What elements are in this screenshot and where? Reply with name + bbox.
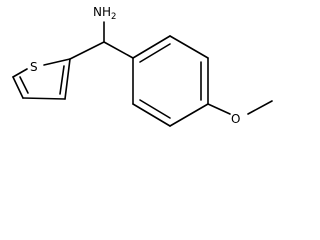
benzene-inner-double-bond-1 [139, 99, 171, 119]
thiophene-ring [12, 58, 71, 100]
thiophene-bond-s-c2 [43, 58, 71, 66]
thiophene-bond-c3-c4 [22, 97, 66, 100]
amine-subscript: 2 [111, 12, 116, 22]
chemical-structure-diagram: NH2 S O [12, 5, 273, 127]
benzene-inner-double-bond-3 [139, 43, 171, 63]
thiophene-sulfur-label: S [30, 60, 38, 74]
ether-oxygen-label: O [231, 112, 240, 126]
central-carbon-bonds [69, 21, 134, 60]
bond-c-phenyl [103, 41, 134, 59]
bond-c-thiophene [69, 41, 105, 60]
thiophene-inner-double-bond [59, 65, 65, 95]
bond-ring-o [207, 103, 231, 115]
thiophene-bond-c5-s [12, 68, 28, 78]
thiophene-bond-c4-c5 [12, 76, 24, 99]
benzene-bond-2 [132, 103, 171, 127]
bond-o-methyl [247, 100, 273, 115]
amine-symbol: NH [93, 5, 111, 19]
benzene-ring [132, 35, 209, 127]
thiophene-inner-double-bond-2 [19, 76, 29, 94]
methoxy-group [207, 100, 273, 115]
benzene-bond-6 [132, 35, 171, 59]
benzene-bond-3 [169, 103, 209, 127]
benzene-bond-5 [169, 35, 209, 59]
amine-label: NH2 [93, 5, 116, 22]
thiophene-bond-c2-c3 [64, 58, 71, 100]
